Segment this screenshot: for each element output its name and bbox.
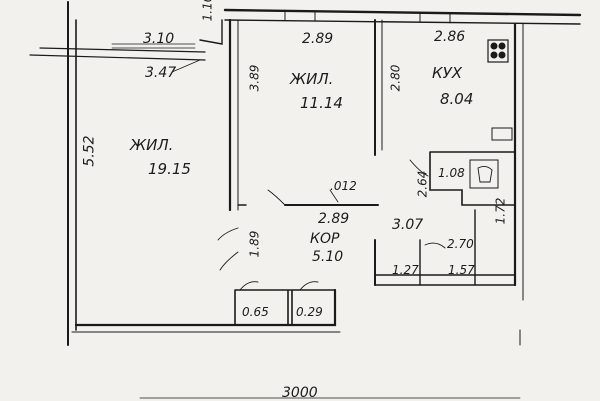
closet-door	[424, 242, 446, 249]
closet-door-a	[239, 281, 259, 291]
leader-012	[329, 189, 339, 203]
sink	[491, 127, 513, 141]
balcony-hatch	[111, 43, 196, 49]
dim-living-small-height: 3.89	[247, 64, 262, 92]
room-area-corridor: 5.10	[312, 249, 344, 265]
room-area-living-small: 11.14	[300, 94, 343, 112]
partition-top-corner	[199, 19, 223, 45]
bath-door	[409, 159, 429, 177]
dim-closet-b: 1.57	[448, 263, 475, 277]
balcony-edge	[39, 47, 206, 53]
corridor-door-2	[219, 251, 239, 271]
balcony-rail	[29, 54, 206, 61]
dim-corridor-width: 2.89	[318, 211, 350, 227]
dim-wall-offset: .012	[330, 179, 357, 193]
room-area-kitchen: 8.04	[440, 90, 474, 108]
dim-corridor-height: 1.89	[247, 230, 262, 258]
dim-wc-width: 2.70	[447, 237, 474, 251]
toilet	[477, 165, 493, 183]
room-name-corridor: КОР	[310, 231, 340, 247]
stove	[487, 39, 509, 63]
closet-door-b	[299, 281, 319, 291]
dim-balcony-depth: 1.10	[200, 0, 215, 22]
dim-bath-area: 1.08	[438, 166, 465, 180]
room-name-kitchen: КУХ	[432, 64, 463, 82]
dim-closet-c: 0.65	[242, 305, 269, 319]
wc-box	[469, 159, 499, 189]
dim-closet-d: 0.29	[296, 305, 323, 319]
dim-bottom-total: 3000	[282, 385, 318, 401]
leader-347	[171, 59, 201, 73]
dim-balcony-width: 3.10	[143, 31, 175, 47]
corridor-door-1	[217, 227, 239, 241]
room-area-living-large: 19.15	[148, 160, 191, 178]
dim-living-large-height: 5.52	[81, 135, 98, 167]
top-wall-inner	[224, 19, 581, 25]
dim-closet-a: 1.27	[392, 263, 419, 277]
room-name-living-small: ЖИЛ.	[290, 70, 334, 88]
bottom-left-wall	[74, 288, 337, 327]
bath-block	[429, 151, 516, 206]
dim-bath-height: 2.64	[415, 170, 430, 198]
room-name-living-large: ЖИЛ.	[130, 136, 174, 154]
dim-hall-length: 3.07	[392, 217, 424, 233]
window-ticks	[284, 9, 451, 24]
small-room-door	[267, 189, 286, 206]
dim-right-height: 1.72	[493, 197, 508, 225]
top-wall	[223, 8, 582, 17]
dim-kitchen-width: 2.86	[434, 29, 466, 45]
dim-living-large-depth: 3.47	[145, 65, 177, 81]
dim-living-small-width: 2.89	[302, 31, 334, 47]
closet-walls	[234, 289, 336, 326]
dim-kitchen-height: 2.80	[388, 64, 403, 92]
